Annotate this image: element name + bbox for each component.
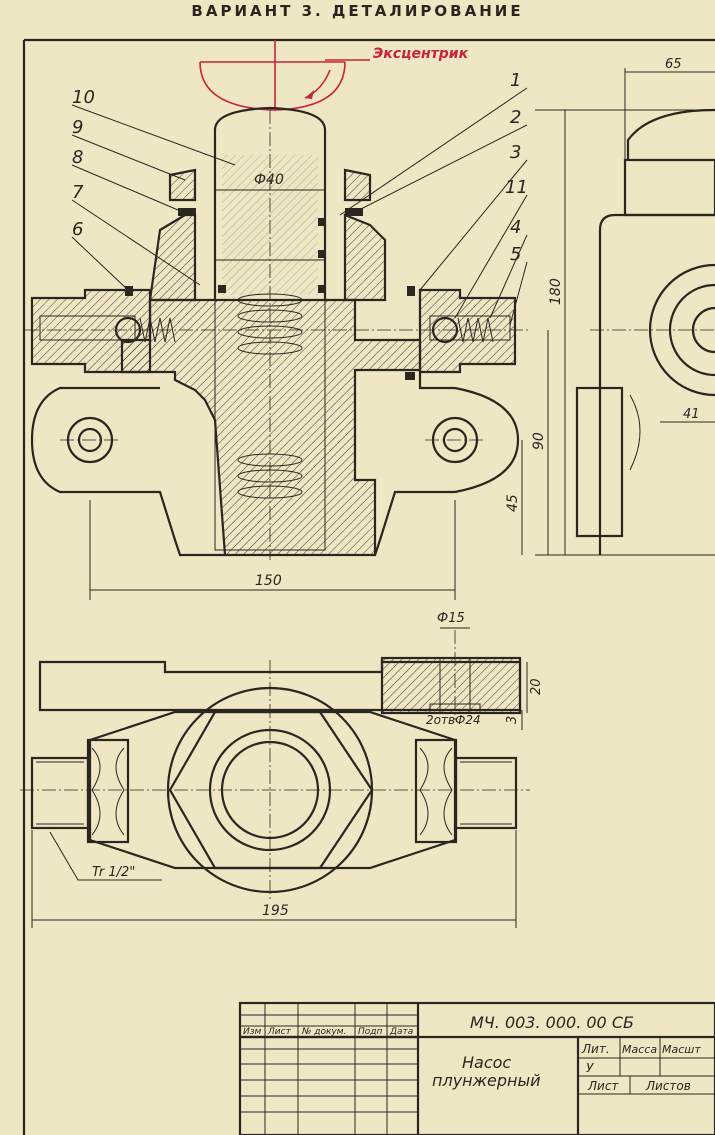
tb-header-izm: Изм xyxy=(243,1027,262,1037)
dim-90: 90 xyxy=(531,432,547,450)
dim-65: 65 xyxy=(665,57,682,72)
dimensions-main: Ф40 150 180 90 45 xyxy=(89,109,715,600)
dim-45: 45 xyxy=(505,494,521,512)
part-number-6: 6 xyxy=(72,219,83,240)
part-number-7: 7 xyxy=(72,182,84,203)
dim-d15: Ф15 xyxy=(437,611,465,626)
title-block xyxy=(238,1001,715,1135)
part-number-5: 5 xyxy=(510,244,521,265)
dim-180: 180 xyxy=(548,278,564,305)
sheet-frame xyxy=(22,38,715,1135)
part-number-4: 4 xyxy=(510,217,521,238)
dim-d40: Ф40 xyxy=(254,172,284,188)
part-number-10: 10 xyxy=(72,87,95,108)
dim-20: 20 xyxy=(529,678,544,695)
dim-150: 150 xyxy=(255,573,282,589)
tb-designation: МЧ. 003. 000. 00 СБ xyxy=(470,1013,634,1032)
title-block-text: Изм Лист № докум. Подп Дата МЧ. 003. 000… xyxy=(243,1013,701,1093)
part-number-2: 2 xyxy=(510,107,521,128)
side-view: 65 41 xyxy=(575,57,715,555)
tb-list: Лист xyxy=(587,1079,619,1093)
dim-thread: Tr 1/2" xyxy=(92,865,135,880)
tb-lit: Лит. xyxy=(581,1042,610,1056)
part-number-3: 3 xyxy=(510,142,521,163)
tb-name-line2: плунжерный xyxy=(432,1071,541,1090)
tb-massa: Масса xyxy=(622,1043,657,1056)
section-view xyxy=(25,106,530,560)
tb-masht: Масшт xyxy=(662,1043,701,1056)
dim-3: 3 xyxy=(505,716,520,724)
tb-header-list: Лист xyxy=(267,1027,292,1037)
tb-lit-value: У xyxy=(586,1061,594,1075)
eccentric: Эксцентрик xyxy=(199,40,469,111)
part-numbers: 10 9 8 7 6 1 2 3 11 4 5 xyxy=(72,70,528,265)
tb-header-dokum: № докум. xyxy=(301,1027,346,1037)
dim-41: 41 xyxy=(683,407,700,422)
dim-195: 195 xyxy=(262,903,289,919)
dim-holes: 2отвФ24 xyxy=(426,713,481,727)
part-number-8: 8 xyxy=(72,147,83,168)
eccentric-label: Эксцентрик xyxy=(373,46,469,62)
part-number-9: 9 xyxy=(72,117,83,138)
part-number-11: 11 xyxy=(505,177,528,198)
tb-header-podp: Подп xyxy=(358,1027,382,1037)
tb-name-line1: Насос xyxy=(462,1053,511,1072)
part-leaders xyxy=(71,87,528,326)
part-number-1: 1 xyxy=(510,70,521,91)
plan-view: Tr 1/2" Ф15 2отвФ24 20 3 195 xyxy=(20,611,544,928)
page-title: ВАРИАНТ 3. ДЕТАЛИРОВАНИЕ xyxy=(191,2,524,20)
tb-listov: Листов xyxy=(645,1079,691,1093)
tb-header-data: Дата xyxy=(389,1027,413,1037)
